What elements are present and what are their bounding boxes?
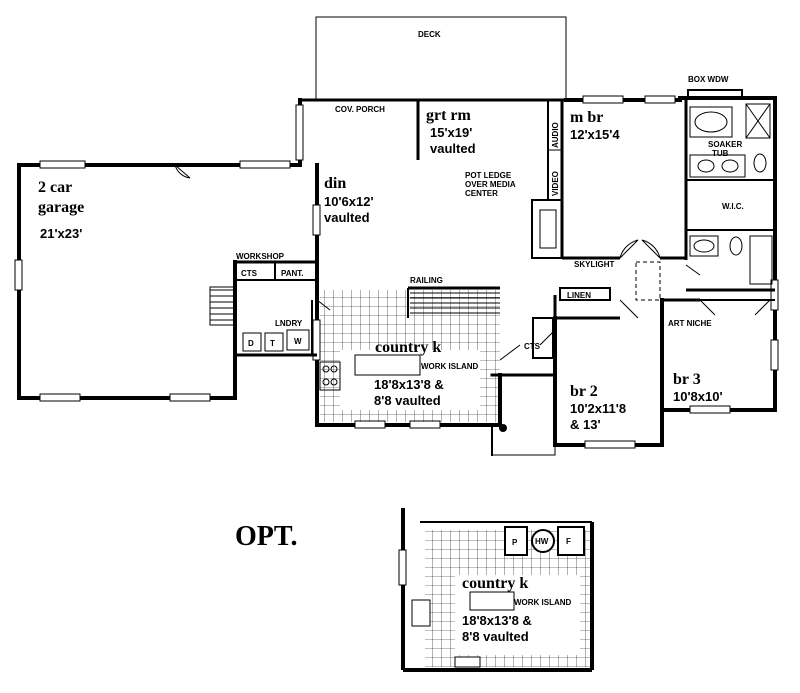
cov-porch-label: COV. PORCH: [335, 105, 385, 114]
linen-label: LINEN: [567, 291, 591, 300]
m-br-size: 12'x15'4: [570, 127, 620, 142]
m-br-name: m br: [570, 109, 603, 126]
deck: DECK: [315, 16, 567, 101]
laundry-appliances: [242, 329, 310, 352]
exterior-walls: [17, 96, 777, 456]
kitchen-floor: [320, 290, 500, 422]
br3-name: br 3: [673, 371, 701, 388]
doors: [174, 164, 771, 361]
pot-ledge-line1: POT LEDGE: [465, 171, 512, 180]
br2-name: br 2: [570, 383, 598, 400]
country-k-size: 18'8x13'8 &: [374, 377, 444, 392]
soaker-label: SOAKER: [708, 140, 742, 149]
din-name: din: [324, 175, 346, 192]
tub-label: TUB: [712, 149, 729, 158]
room-labels: COV. PORCH grt rm 15'x19' vaulted m br 1…: [38, 105, 744, 432]
din-note: vaulted: [324, 210, 370, 225]
stove: [319, 361, 341, 391]
br3-size: 10'8x10': [673, 389, 723, 404]
opt-country-k-note: 8'8 vaulted: [462, 629, 529, 644]
skylight-label: SKYLIGHT: [574, 260, 615, 269]
pot-ledge-line3: CENTER: [465, 189, 498, 198]
opt-country-k-name: country k: [462, 575, 528, 592]
wic-label: W.I.C.: [722, 202, 744, 211]
deck-label: DECK: [418, 30, 441, 39]
opt-work-island-label: WORK ISLAND: [514, 598, 572, 607]
opt-pantry-label: P: [512, 538, 518, 547]
cts-label: CTS: [241, 269, 258, 278]
opt-f-label: F: [566, 537, 571, 546]
option-inset: OPT. P HW F country k WORK ISLAND 18'8x1…: [235, 508, 594, 672]
art-niche-label: ART NICHE: [668, 319, 712, 328]
dryer-label: D: [248, 339, 254, 348]
pot-ledge-line2: OVER MEDIA: [465, 180, 516, 189]
cts2-label: CTS: [524, 342, 541, 351]
interior-walls: [235, 99, 775, 359]
br2-note: & 13': [570, 417, 601, 432]
audio-label: AUDIO: [551, 122, 560, 148]
country-k-name: country k: [375, 339, 441, 356]
box-window-label: BOX WDW: [688, 75, 729, 84]
opt-country-k-size: 18'8x13'8 &: [462, 613, 532, 628]
opt-hw-label: HW: [535, 537, 549, 546]
washer-label: W: [294, 337, 302, 346]
opt-title: OPT.: [235, 521, 297, 552]
work-island-label: WORK ISLAND: [421, 362, 479, 371]
skylight-outline: [635, 261, 661, 301]
lndry-label: LNDRY: [275, 319, 303, 328]
bath-fixtures: [689, 103, 773, 285]
entry-post: [499, 424, 507, 432]
country-k-note: 8'8 vaulted: [374, 393, 441, 408]
br2-size: 10'2x11'8: [570, 401, 626, 416]
garage-size: 21'x23': [40, 226, 82, 241]
pant-label: PANT.: [281, 269, 304, 278]
railing-label: RAILING: [410, 276, 443, 285]
grt-rm-note: vaulted: [430, 141, 476, 156]
windows: [14, 95, 779, 449]
tub-sink-label: T: [270, 339, 275, 348]
garage-name-1: 2 car: [38, 179, 72, 196]
workshop-label: WORKSHOP: [236, 252, 285, 261]
video-label: VIDEO: [551, 171, 560, 196]
grt-rm-size: 15'x19': [430, 125, 472, 140]
garage-name-2: garage: [38, 199, 84, 216]
grt-rm-name: grt rm: [426, 107, 472, 124]
din-size: 10'6x12': [324, 194, 374, 209]
box-window: BOX WDW: [687, 75, 743, 100]
